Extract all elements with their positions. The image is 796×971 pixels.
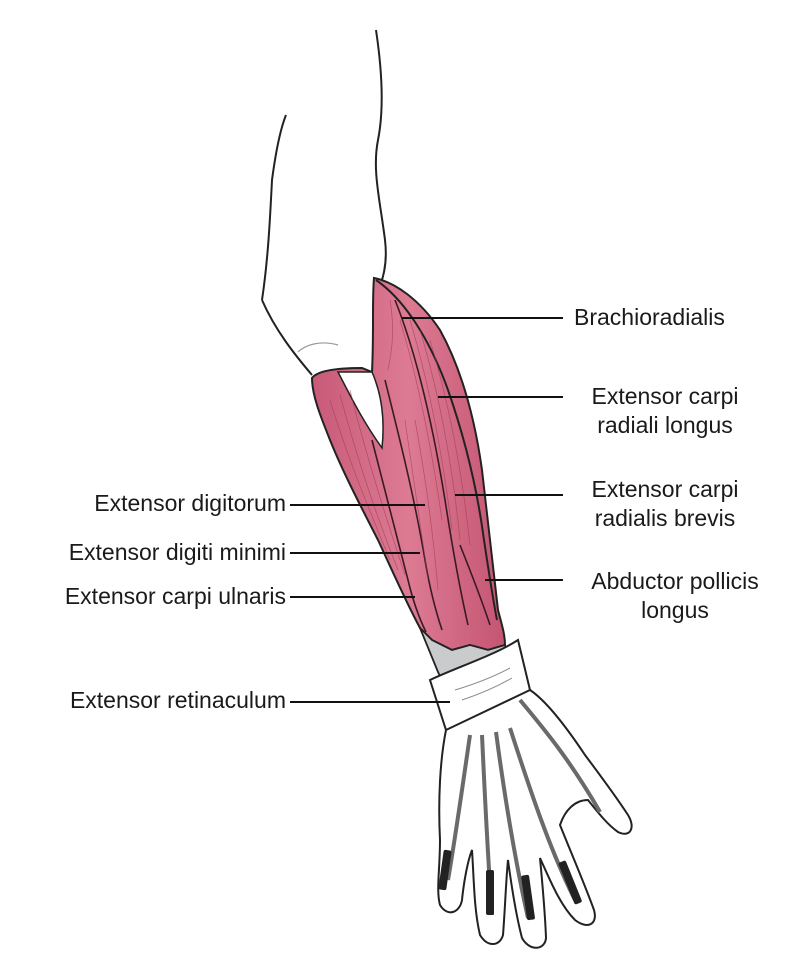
hand	[438, 690, 631, 948]
elbow-outline	[262, 300, 312, 375]
label-ecrb-line2: radialis brevis	[570, 504, 760, 533]
label-ecrb-line1: Extensor carpi	[570, 475, 760, 504]
label-apl-line1: Abductor pollicis	[570, 567, 780, 596]
forearm-muscles	[312, 278, 505, 650]
label-extensor-carpi-radiali-longus: Extensor carpi radiali longus	[572, 382, 758, 440]
label-brachioradialis: Brachioradialis	[574, 303, 725, 332]
label-extensor-digiti-minimi: Extensor digiti minimi	[10, 538, 286, 567]
label-extensor-carpi-radialis-brevis: Extensor carpi radialis brevis	[570, 475, 760, 533]
label-extensor-retinaculum: Extensor retinaculum	[10, 686, 286, 715]
label-ecrl-line2: radiali longus	[572, 411, 758, 440]
olecranon-sketch	[298, 343, 338, 352]
hand-outline	[438, 690, 631, 948]
label-extensor-carpi-ulnaris: Extensor carpi ulnaris	[10, 582, 286, 611]
label-extensor-digitorum: Extensor digitorum	[20, 489, 286, 518]
upper-arm	[262, 30, 386, 375]
label-abductor-pollicis-longus: Abductor pollicis longus	[570, 567, 780, 625]
muscle-mass	[312, 278, 505, 650]
label-ecrl-line1: Extensor carpi	[572, 382, 758, 411]
upper-arm-outline-left	[262, 115, 286, 300]
upper-arm-outline-right	[376, 30, 386, 290]
label-apl-line2: longus	[570, 596, 780, 625]
